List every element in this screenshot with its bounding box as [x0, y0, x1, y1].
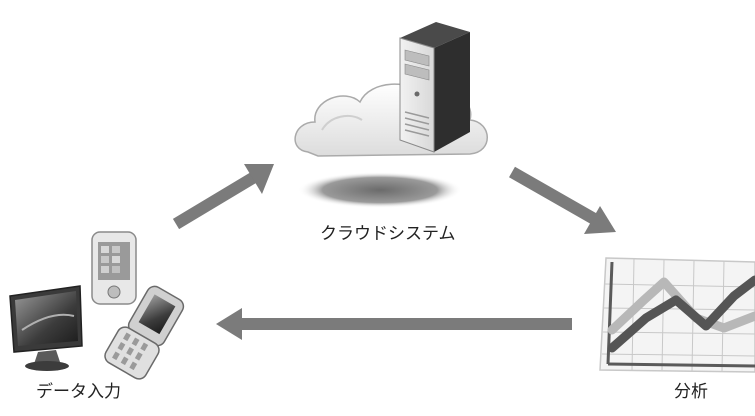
- chart-dark-line: [607, 275, 755, 353]
- arrow-analysis-to-input: [216, 308, 572, 340]
- pc-monitor-icon: [9, 285, 83, 371]
- server-tower-icon: [399, 22, 470, 153]
- line-chart-icon: [599, 257, 755, 373]
- cloud-shadow: [298, 172, 462, 208]
- analysis-label: 分析: [674, 382, 708, 402]
- smartphone-icon: [91, 231, 137, 305]
- arrow-cloud-to-analysis: [509, 166, 616, 234]
- flip-phone-icon: [104, 285, 185, 380]
- cloud-system-label: クラウドシステム: [320, 224, 456, 244]
- arrow-input-to-cloud: [172, 164, 274, 230]
- data-input-devices: [9, 231, 185, 380]
- cloud-server-icon: [294, 22, 488, 208]
- data-input-label: データ入力: [36, 382, 121, 402]
